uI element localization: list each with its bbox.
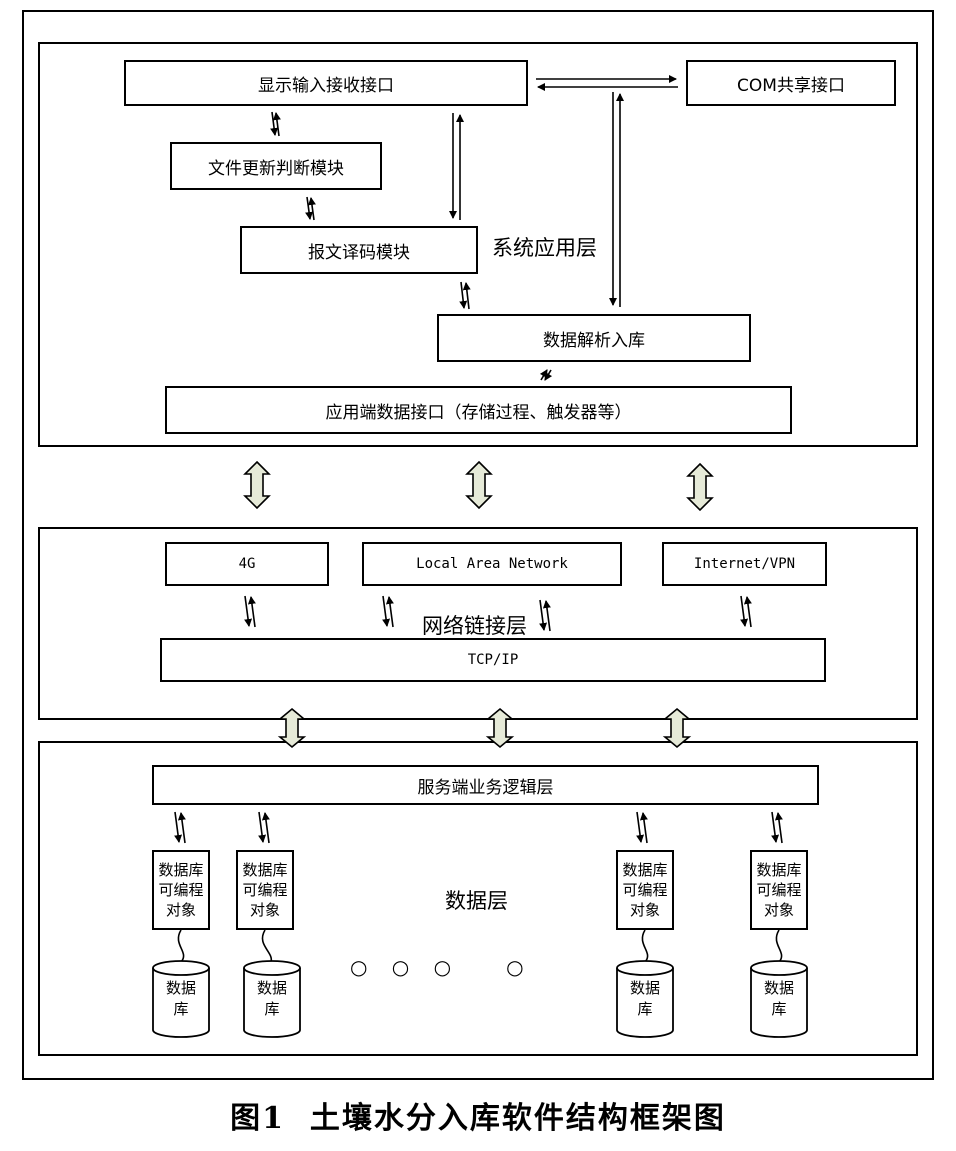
layer-arrow-5 — [485, 707, 515, 749]
message-decode-module-box: 报文译码模块 — [240, 226, 478, 274]
service-logic-label: 服务端业务逻辑层 — [417, 777, 554, 798]
message-decode-module-label: 报文译码模块 — [308, 242, 410, 263]
data-layer — [38, 741, 918, 1056]
programmable-object-2: 数据库可编程对象 — [236, 850, 294, 930]
internet-vpn-label: Internet/VPN — [693, 556, 796, 572]
programmable-object-label: 数据库可编程对象 — [158, 861, 204, 919]
database-cylinder-1 — [152, 960, 210, 1038]
programmable-object-3: 数据库可编程对象 — [616, 850, 674, 930]
data-parse-store-box: 数据解析入库 — [437, 314, 751, 362]
system-application-layer-label: 系统应用层 — [492, 236, 597, 260]
figure-caption: 图1 土壤水分入库软件结构框架图 — [230, 1101, 726, 1136]
layer-arrow-2 — [465, 460, 493, 510]
system-application-layer — [38, 42, 918, 447]
programmable-object-1: 数据库可编程对象 — [152, 850, 210, 930]
database-cylinder-3 — [616, 960, 674, 1038]
network-link-layer-label: 网络链接层 — [422, 614, 527, 638]
programmable-object-label: 数据库可编程对象 — [622, 861, 668, 919]
layer-arrow-4 — [277, 707, 307, 749]
programmable-object-label: 数据库可编程对象 — [242, 861, 288, 919]
network-link-layer — [38, 527, 918, 720]
tcpip-box: TCP/IP — [160, 638, 826, 682]
database-cylinder-4 — [750, 960, 808, 1038]
data-layer-label: 数据层 — [445, 889, 508, 913]
display-input-interface-label: 显示输入接收接口 — [258, 75, 394, 96]
database-label-2: 数据库 — [256, 979, 287, 1018]
com-shared-interface-label: COM共享接口 — [737, 75, 845, 96]
display-input-interface-box: 显示输入接收接口 — [124, 60, 528, 106]
database-cylinder-2 — [243, 960, 301, 1038]
com-shared-interface-box: COM共享接口 — [686, 60, 896, 106]
service-logic-box: 服务端业务逻辑层 — [152, 765, 819, 805]
programmable-object-4: 数据库可编程对象 — [750, 850, 808, 930]
tcpip-label: TCP/IP — [467, 652, 519, 668]
lan-box: Local Area Network — [362, 542, 622, 586]
layer-arrow-6 — [662, 707, 692, 749]
lan-label: Local Area Network — [416, 556, 568, 572]
database-label-3: 数据库 — [629, 979, 660, 1018]
layer-arrow-3 — [686, 462, 714, 512]
layer-arrow-1 — [243, 460, 271, 510]
file-update-module-box: 文件更新判断模块 — [170, 142, 382, 190]
internet-vpn-box: Internet/VPN — [662, 542, 827, 586]
app-data-interface-label: 应用端数据接口（存储过程、触发器等） — [325, 402, 632, 423]
data-parse-store-label: 数据解析入库 — [543, 330, 645, 351]
programmable-object-label: 数据库可编程对象 — [756, 861, 802, 919]
4g-label: 4G — [238, 556, 256, 572]
database-label-1: 数据库 — [165, 979, 196, 1018]
app-data-interface-box: 应用端数据接口（存储过程、触发器等） — [165, 386, 792, 434]
ellipsis-dots: ○ ○ ○ ○ — [350, 955, 533, 979]
file-update-module-label: 文件更新判断模块 — [208, 158, 344, 179]
database-label-4: 数据库 — [763, 979, 794, 1018]
4g-box: 4G — [165, 542, 329, 586]
diagram-frame — [22, 10, 934, 1080]
